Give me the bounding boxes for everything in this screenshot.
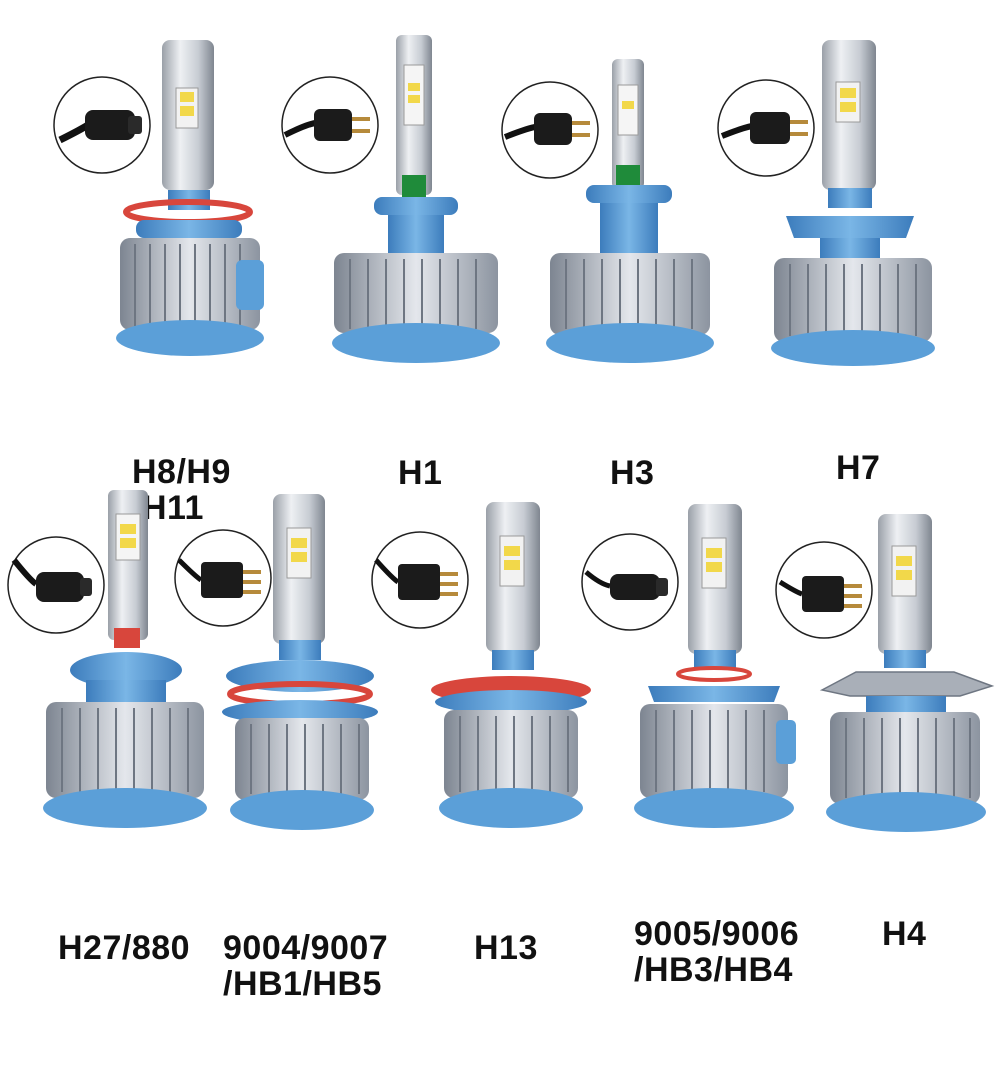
- connector-inset: [174, 529, 272, 627]
- bulb-label: H3: [610, 454, 655, 492]
- bulb-item-h1: H1: [270, 25, 500, 491]
- connector-inset: [775, 541, 873, 639]
- bulb-item-9004-9007-hb1-hb5: 9004/9007/HB1/HB5: [174, 480, 405, 1002]
- connector-inset: [371, 531, 469, 629]
- connector-inset: [53, 76, 151, 174]
- bulb-body: [43, 490, 207, 828]
- bulb-label: H7: [836, 449, 881, 487]
- bulb-body: [431, 502, 591, 828]
- bulb-body: [771, 40, 935, 366]
- bulb-label: 9004/9007/HB1/HB5: [223, 929, 389, 1003]
- bulb-body: [634, 504, 796, 828]
- bulb-label: H1: [398, 454, 443, 492]
- connector-inset: [7, 536, 105, 634]
- connector-inset: [501, 81, 599, 179]
- bulb-label: H27/880: [58, 929, 191, 967]
- led-bulb-image: [281, 35, 500, 363]
- led-bulb-image: [53, 40, 264, 356]
- bulb-item-h3: H3: [490, 25, 720, 491]
- bulb-body: [116, 40, 264, 356]
- bulb-body: [546, 59, 714, 363]
- connector-inset: [717, 79, 815, 177]
- bulb-label: H4: [882, 915, 927, 953]
- led-bulb-image: [581, 504, 796, 828]
- bulb-label: 9005/9006/HB3/HB4: [634, 915, 800, 989]
- led-bulb-image: [501, 59, 714, 363]
- bulb-item-h27-880: H27/880: [0, 480, 220, 966]
- bulb-body: [222, 494, 378, 830]
- bulb-item-h8-h9-h11: H8/H9/H11: [40, 30, 280, 526]
- led-bulb-image: [371, 502, 591, 828]
- led-bulb-image: [717, 40, 935, 366]
- bulb-item-h7: H7: [710, 20, 950, 486]
- connector-inset: [581, 533, 679, 631]
- bulb-label: H13: [474, 929, 538, 967]
- bulb-item-h13: H13: [370, 480, 600, 966]
- led-bulb-image: [7, 490, 207, 828]
- bulb-body: [819, 514, 995, 832]
- led-bulb-image: [775, 514, 995, 832]
- connector-inset: [281, 76, 379, 174]
- bulb-item-9005-9006-hb3-hb4: 9005/9006/HB3/HB4: [580, 490, 810, 988]
- led-bulb-image: [174, 494, 378, 830]
- bulb-body: [332, 35, 500, 363]
- bulb-item-h4: H4: [770, 500, 1001, 952]
